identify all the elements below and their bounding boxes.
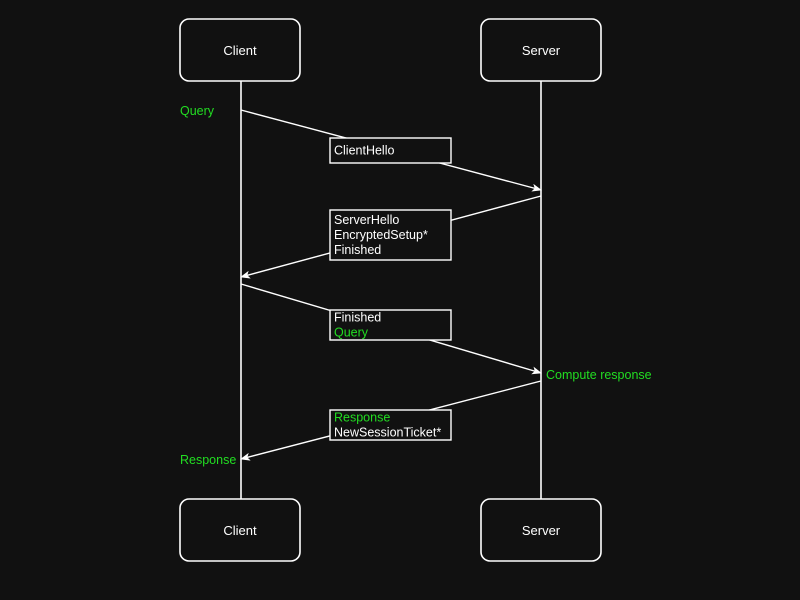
actor-box-server-bottom[interactable]: Server: [480, 498, 602, 562]
actor-box-client-bottom[interactable]: Client: [179, 498, 301, 562]
message-note-line: EncryptedSetup*: [334, 228, 428, 242]
actor-box-client-top[interactable]: Client: [179, 18, 301, 82]
message-note-line: NewSessionTicket*: [334, 426, 441, 440]
notes-group: ClientHelloServerHelloEncryptedSetup*Fin…: [329, 137, 452, 441]
lifelines-group: [240, 81, 542, 499]
actor-box-label: Server: [522, 43, 561, 58]
message-note-shape: [329, 409, 452, 441]
message-note-line: Query: [334, 326, 369, 340]
message-note-shape: [329, 137, 452, 164]
message-note-shape: [329, 309, 452, 341]
query-label: Query: [180, 104, 215, 118]
actor-box-label: Client: [223, 523, 257, 538]
message-note-line: ServerHello: [334, 213, 399, 227]
actor-box-label: Server: [522, 523, 561, 538]
message-note-shape: [329, 209, 452, 261]
message-note-client-hello[interactable]: ClientHello: [329, 137, 452, 164]
response-label: Response: [180, 453, 236, 467]
actor-box-server-top[interactable]: Server: [480, 18, 602, 82]
actor-box-shape: [179, 18, 301, 82]
actor-box-label: Client: [223, 43, 257, 58]
message-note-line: Finished: [334, 311, 381, 325]
actor-box-shape: [179, 498, 301, 562]
message-note-line: Finished: [334, 243, 381, 257]
message-note-line: Response: [334, 411, 390, 425]
actor-box-shape: [480, 18, 602, 82]
actor-box-shape: [480, 498, 602, 562]
message-note-line: ClientHello: [334, 144, 394, 158]
compute-response-label: Compute response: [546, 368, 652, 382]
